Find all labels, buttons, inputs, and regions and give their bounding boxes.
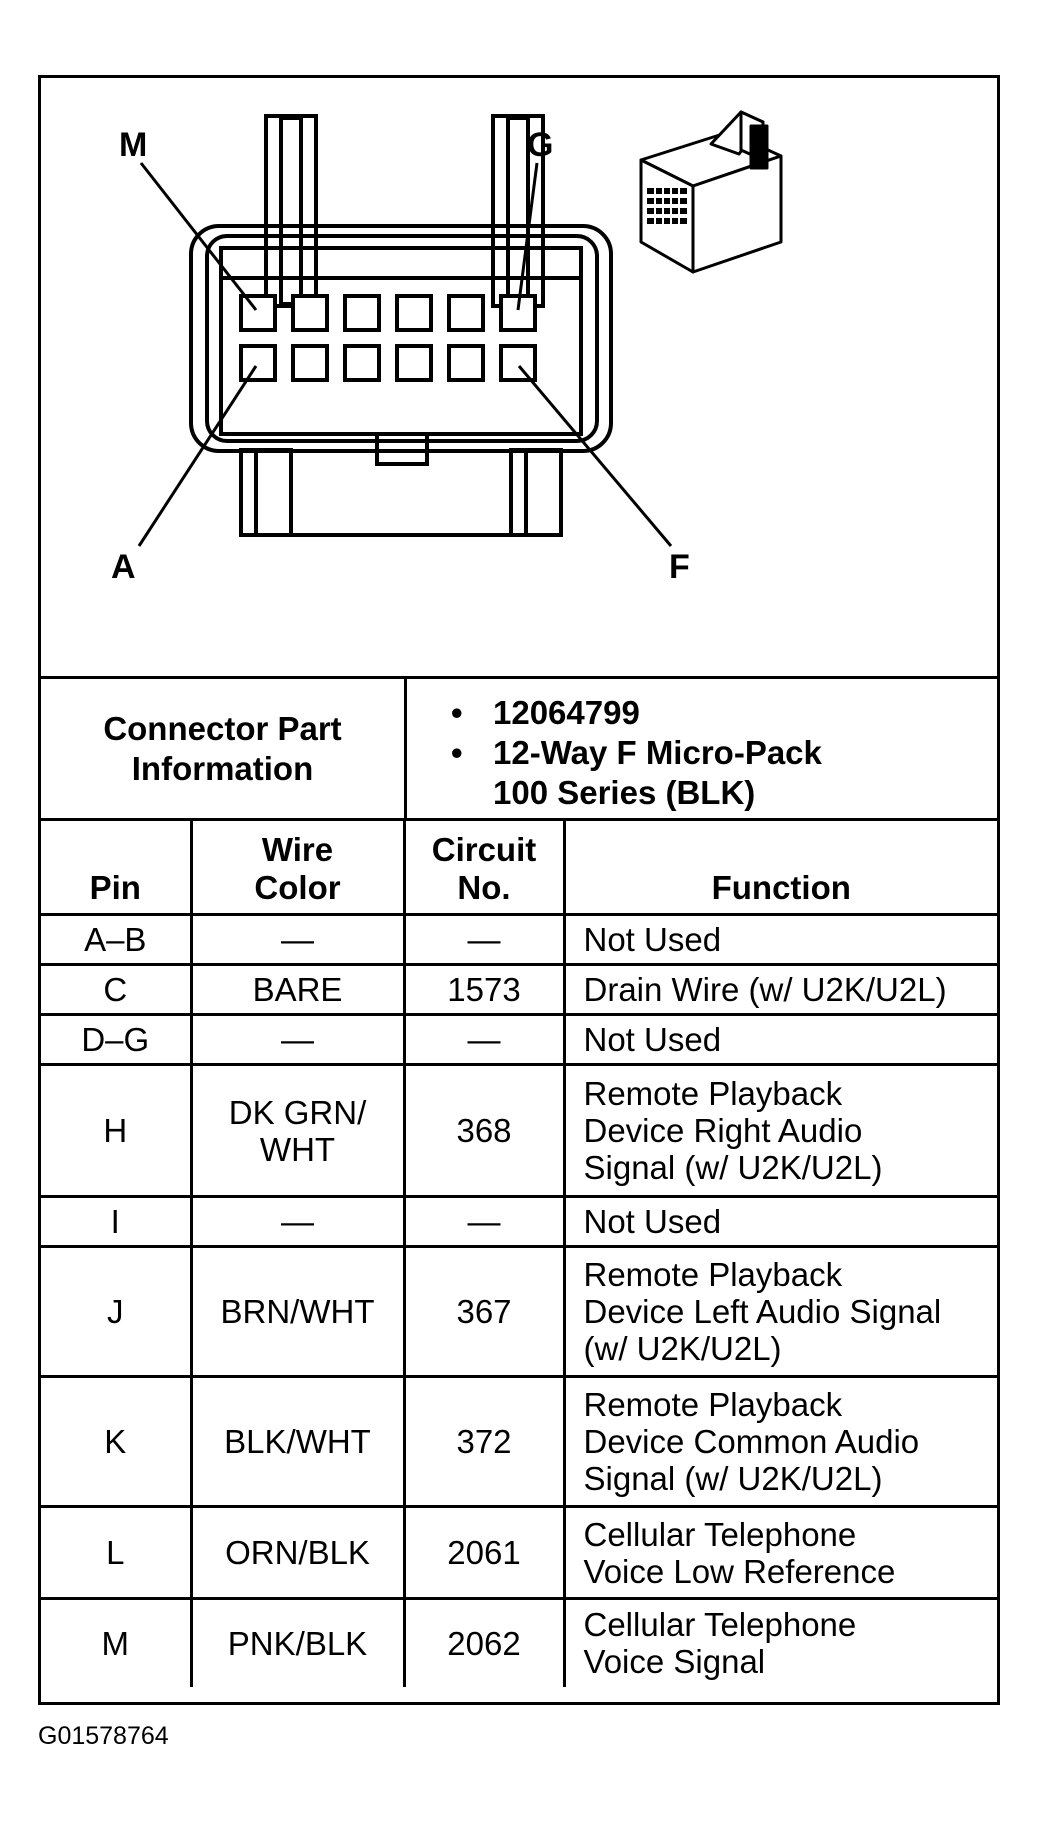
pin-cavities-bottom-row <box>239 344 537 382</box>
table-row: I — — Not Used <box>41 1195 997 1248</box>
connector-face-view: M G A F <box>111 114 690 586</box>
connector-key <box>375 432 429 466</box>
connector-part-info: Connector Part Information • 12064799 • … <box>41 676 997 818</box>
bullet-icon: • <box>451 694 463 731</box>
cell-wire: BLK/WHT <box>189 1375 406 1508</box>
table-row: C BARE 1573 Drain Wire (w/ U2K/U2L) <box>41 963 997 1016</box>
cell-pin: C <box>41 963 193 1016</box>
cell-pin: M <box>41 1597 193 1687</box>
cell-function: Not Used <box>562 913 997 966</box>
cell-wire: DK GRN/WHT <box>189 1063 406 1198</box>
connector-part-info-list: • 12064799 • 12-Way F Micro-Pack 100 Ser… <box>451 693 822 813</box>
cell-pin: L <box>41 1505 193 1600</box>
leader-line-a <box>137 365 258 547</box>
cell-pin: D–G <box>41 1013 193 1066</box>
pin-label-m: M <box>119 126 147 164</box>
cell-wire: — <box>189 913 406 966</box>
header-pin: Pin <box>41 818 193 916</box>
cell-wire: — <box>189 1013 406 1066</box>
table-row: A–B — — Not Used <box>41 913 997 966</box>
table-row: D–G — — Not Used <box>41 1013 997 1066</box>
cell-function: Not Used <box>562 1013 997 1066</box>
cell-wire: — <box>189 1195 406 1248</box>
cell-pin: A–B <box>41 913 193 966</box>
leader-line-g <box>516 162 539 311</box>
cell-pin: I <box>41 1195 193 1248</box>
bullet-icon: • <box>451 734 463 771</box>
connector-isometric-illustration <box>639 110 783 274</box>
diagram-frame: M G A F <box>38 75 1000 1705</box>
pin-label-g: G <box>527 126 553 164</box>
figure-id-caption: G01578764 <box>38 1722 169 1750</box>
cell-wire: PNK/BLK <box>189 1597 406 1687</box>
cell-function: Not Used <box>562 1195 997 1248</box>
cell-function: Drain Wire (w/ U2K/U2L) <box>562 963 997 1016</box>
leader-line-f <box>517 365 673 547</box>
connector-housing <box>189 224 613 453</box>
pin-cavities-top-row <box>239 294 537 332</box>
connector-part-info-title: Connector Part Information <box>103 709 342 787</box>
cell-pin: K <box>41 1375 193 1508</box>
cell-circuit: — <box>402 1195 566 1248</box>
cell-pin: H <box>41 1063 193 1198</box>
pin-label-f: F <box>669 548 690 586</box>
leader-line-m <box>139 162 258 311</box>
cell-circuit: 372 <box>402 1375 566 1508</box>
cell-wire: BARE <box>189 963 406 1016</box>
cell-circuit: 2061 <box>402 1505 566 1600</box>
cell-wire: ORN/BLK <box>189 1505 406 1600</box>
cell-circuit: — <box>402 913 566 966</box>
connector-diagram: M G A F <box>41 78 997 676</box>
cell-circuit: 1573 <box>402 963 566 1016</box>
cell-circuit: — <box>402 1013 566 1066</box>
info-divider <box>404 679 407 818</box>
cell-circuit: 2062 <box>402 1597 566 1687</box>
cell-circuit: 367 <box>402 1245 566 1378</box>
cell-wire: BRN/WHT <box>189 1245 406 1378</box>
cell-circuit: 368 <box>402 1063 566 1198</box>
header-function: Function <box>562 818 997 916</box>
pin-label-a: A <box>111 548 136 586</box>
connector-type: • 12-Way F Micro-Pack 100 Series (BLK) <box>451 734 822 811</box>
table-body: A–B — — Not Used C BARE 1573 Drain Wire … <box>41 913 997 1687</box>
cell-pin: J <box>41 1245 193 1378</box>
part-number: • 12064799 <box>451 694 640 731</box>
